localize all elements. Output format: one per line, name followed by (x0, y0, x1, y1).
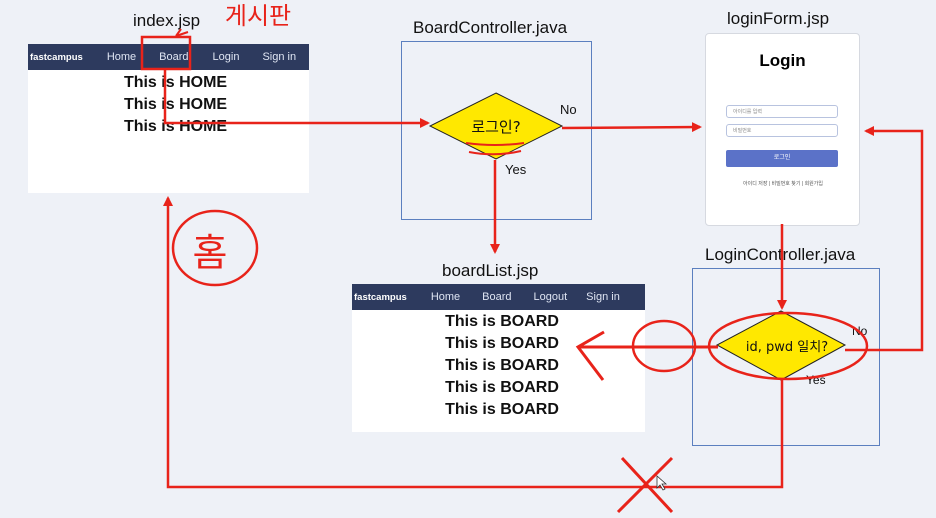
board-text: This is BOARD (445, 379, 559, 396)
nav-home[interactable]: Home (430, 291, 461, 303)
board-text: This is BOARD (445, 401, 559, 418)
board-highlight-box (140, 35, 192, 71)
nav-home[interactable]: Home (106, 51, 137, 63)
login-links[interactable]: 아이디 저장 | 비밀번호 찾기 | 회원가입 (743, 181, 823, 187)
login-check-diamond (428, 92, 564, 160)
nav-board[interactable]: Board (482, 291, 512, 303)
credential-check-label: id, pwd 일치? (746, 340, 828, 355)
board-list-page: fastcampus Home Board Logout Sign in Thi… (352, 284, 645, 432)
index-navbar: fastcampus Home Board Login Sign in (28, 44, 309, 70)
board-text: This is BOARD (445, 357, 559, 374)
cursor-icon (656, 475, 668, 491)
board-navbar: fastcampus Home Board Logout Sign in (352, 284, 645, 310)
arrow-yes-back-to-index (163, 196, 784, 489)
nav-login[interactable]: Login (212, 51, 240, 63)
handwritten-arrow (175, 28, 189, 37)
nav-signin[interactable]: Sign in (586, 291, 620, 303)
circle-annotation (631, 319, 697, 373)
login-check-label: 로그인? (471, 118, 520, 136)
cross-out-mark (616, 456, 674, 514)
board-text: This is BOARD (445, 313, 559, 330)
home-text: This is HOME (123, 96, 228, 113)
id-input[interactable]: 아이디를 입력 (726, 105, 838, 118)
nav-brand[interactable]: fastcampus (30, 51, 83, 63)
arrow-board-to-controller (163, 69, 430, 128)
login-form-page: Login 아이디를 입력 비밀번호 로그인 아이디 저장 | 비밀번호 찾기 … (705, 33, 860, 226)
board-yes-label: Yes (505, 162, 527, 177)
arrow-no-to-loginform (561, 122, 702, 133)
home-text: This is HOME (123, 74, 228, 91)
handwritten-arrowhead (575, 330, 605, 381)
nav-brand[interactable]: fastcampus (354, 291, 407, 303)
board-list-title: boardList.jsp (442, 261, 539, 280)
login-form-title: loginForm.jsp (727, 9, 830, 28)
login-heading: Login (759, 51, 806, 70)
login-controller-title: LoginController.java (705, 245, 856, 264)
handwritten-home: 홈 (193, 231, 228, 275)
circle-annotation (171, 209, 259, 287)
board-content: This is BOARD This is BOARD This is BOAR… (352, 311, 652, 421)
arrow-no-back-to-loginform (845, 126, 924, 352)
handwritten-board: 게시판 (225, 2, 291, 30)
underline-annotation (465, 142, 525, 156)
index-jsp-title: index.jsp (133, 11, 201, 30)
password-input[interactable]: 비밀번호 (726, 124, 838, 137)
nav-logout[interactable]: Logout (533, 291, 568, 303)
board-controller-title: BoardController.java (413, 18, 568, 37)
board-no-label: No (560, 102, 577, 117)
board-text: This is BOARD (445, 335, 559, 352)
nav-signin[interactable]: Sign in (262, 51, 297, 63)
login-button[interactable]: 로그인 (726, 150, 838, 167)
index-page: fastcampus Home Board Login Sign in This… (28, 44, 309, 193)
nav-board[interactable]: Board (159, 51, 189, 63)
